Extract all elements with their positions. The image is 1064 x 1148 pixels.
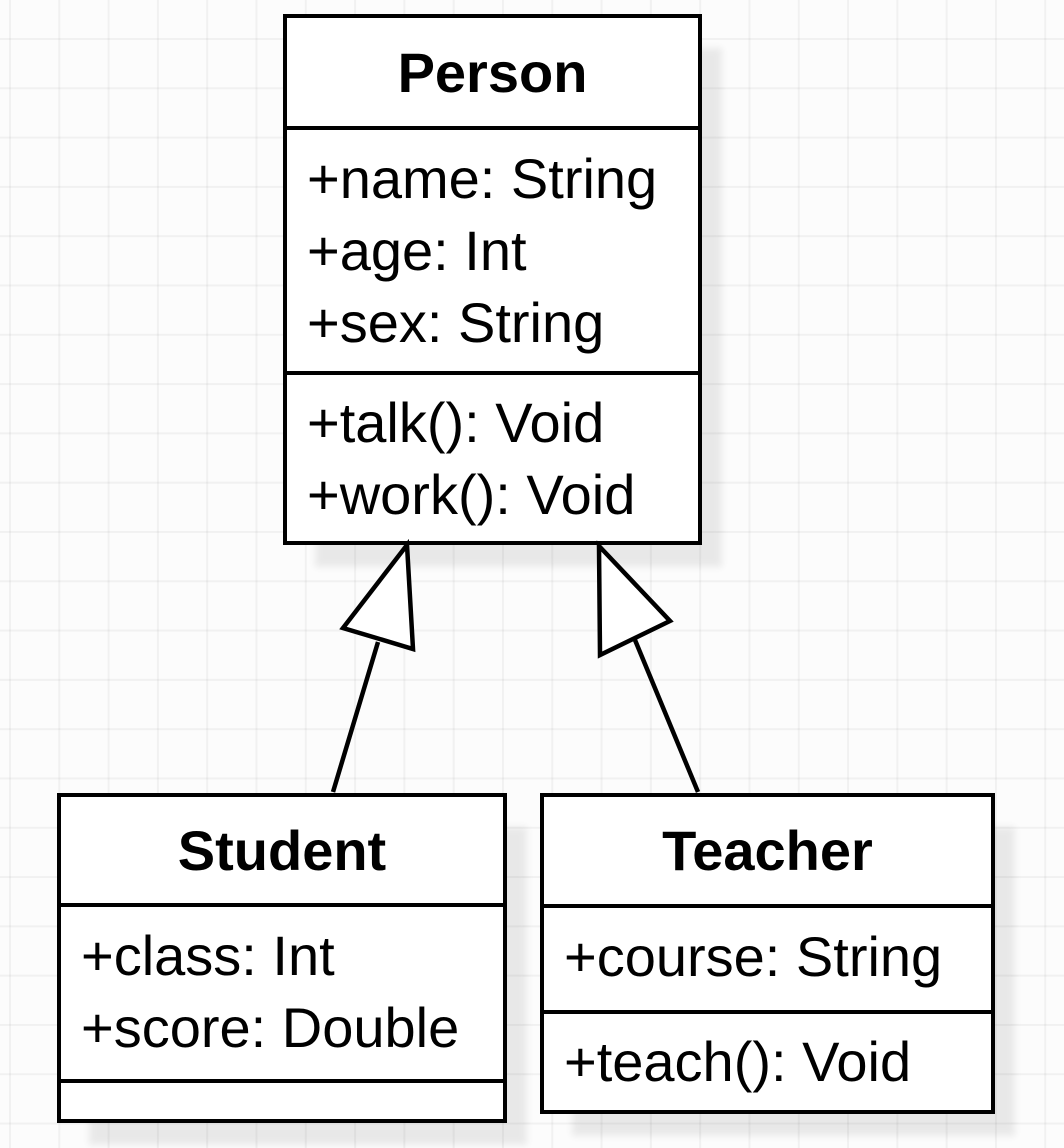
edge-line-teacher-person[interactable]	[632, 639, 701, 793]
attributes-compartment-person: +name: String +age: Int +sex: String	[287, 130, 698, 375]
class-name-student: Student	[61, 797, 503, 907]
generalization-edge-student-to-person	[330, 538, 416, 793]
method-line: +teach(): Void	[564, 1030, 912, 1093]
attribute-line: +class: Int	[81, 924, 335, 987]
attribute-line: +age: Int	[307, 219, 527, 282]
class-box-teacher[interactable]: Teacher +course: String +teach(): Void	[540, 793, 995, 1114]
generalization-edge-teacher-to-person	[596, 540, 701, 793]
edge-line-student-person[interactable]	[330, 641, 381, 793]
hollow-triangle-arrowhead-teacher[interactable]	[596, 540, 674, 659]
attribute-line: +score: Double	[81, 996, 460, 1059]
methods-compartment-teacher: +teach(): Void	[544, 1014, 991, 1110]
attributes-compartment-student: +class: Int +score: Double	[61, 907, 503, 1083]
class-name-person: Person	[287, 18, 698, 130]
class-box-student[interactable]: Student +class: Int +score: Double	[57, 793, 507, 1123]
methods-compartment-person: +talk(): Void +work(): Void	[287, 375, 698, 541]
attribute-line: +course: String	[564, 925, 943, 988]
attribute-line: +name: String	[307, 147, 658, 210]
hollow-triangle-arrowhead-student[interactable]	[339, 538, 416, 653]
class-box-person[interactable]: Person +name: String +age: Int +sex: Str…	[283, 14, 702, 545]
method-line: +work(): Void	[307, 463, 636, 526]
method-line: +talk(): Void	[307, 391, 605, 454]
attributes-compartment-teacher: +course: String	[544, 908, 991, 1014]
attribute-line: +sex: String	[307, 291, 605, 354]
class-name-teacher: Teacher	[544, 797, 991, 908]
